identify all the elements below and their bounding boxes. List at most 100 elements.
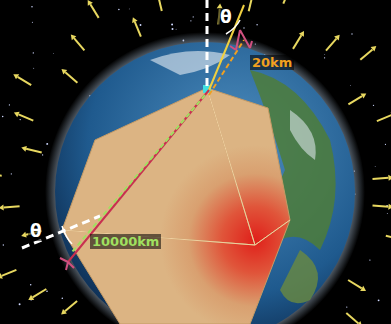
continent <box>280 250 318 303</box>
ray-arrow <box>2 270 17 276</box>
ray-arrow <box>74 38 84 50</box>
shower-arrows <box>60 30 252 270</box>
ray-arrow-head <box>334 35 340 41</box>
ray-arrow-head <box>21 146 27 152</box>
star <box>349 85 351 87</box>
ray-arrow-head <box>299 31 304 37</box>
atmosphere <box>45 32 365 324</box>
star <box>9 104 10 105</box>
star <box>2 116 4 118</box>
ray-arrow-head <box>14 112 20 118</box>
star <box>374 166 376 168</box>
ray-arrow-head <box>388 204 391 210</box>
angle-label: θ <box>28 222 44 241</box>
cut-face <box>207 88 290 245</box>
star <box>20 119 21 120</box>
distance-label: 20km <box>250 55 294 70</box>
clouds <box>290 110 316 160</box>
star <box>256 24 257 25</box>
star <box>386 213 388 215</box>
star <box>62 297 64 299</box>
star <box>118 9 120 11</box>
ray-arrow-head <box>0 273 3 279</box>
ray-arrow <box>386 236 391 240</box>
dashed-path <box>209 40 244 95</box>
star <box>373 105 374 106</box>
ray-arrow <box>360 49 372 59</box>
star <box>31 6 32 7</box>
ray-arrow <box>348 96 362 104</box>
ray-arrow-head <box>61 309 67 315</box>
ray-arrow-head <box>0 205 4 211</box>
ray-arrow-head <box>28 295 34 300</box>
ray-arrow <box>33 289 47 297</box>
ray-arrow <box>377 115 391 121</box>
ray-arrow <box>373 178 389 179</box>
ray-arrow-head <box>13 74 19 79</box>
star <box>19 303 21 305</box>
ray-arrow <box>4 206 20 207</box>
globe <box>55 42 355 324</box>
star <box>11 173 12 174</box>
ray-arrow <box>158 0 162 11</box>
star <box>243 27 244 28</box>
star <box>33 52 34 53</box>
distance-label: 10000km <box>90 234 161 249</box>
ray-arrow <box>293 35 301 49</box>
ray-arrow-head <box>132 17 138 23</box>
clouds <box>150 51 230 75</box>
star <box>3 244 4 245</box>
dashed-path <box>72 95 205 252</box>
star <box>190 20 191 21</box>
ray-arrow-head <box>21 232 27 238</box>
cut-edge <box>255 220 290 245</box>
star <box>53 52 55 54</box>
star <box>193 16 194 17</box>
star <box>175 28 177 30</box>
ray-arrow-head <box>357 321 363 324</box>
star <box>46 143 48 145</box>
star <box>369 259 370 260</box>
star <box>351 33 352 34</box>
ray-arrow <box>283 0 289 4</box>
ray-arrow <box>373 205 389 206</box>
star <box>171 23 173 25</box>
ray-arrow <box>18 77 32 85</box>
ray-arrow <box>348 280 362 288</box>
cut-edge <box>207 88 255 245</box>
vertical-reference <box>206 0 209 86</box>
star <box>324 57 325 58</box>
track <box>68 90 209 262</box>
ray-arrow <box>26 149 42 153</box>
ray-arrow <box>65 301 77 311</box>
star <box>46 291 48 293</box>
star <box>30 284 32 286</box>
ray-arrow <box>326 39 336 51</box>
ray-arrow <box>65 72 77 82</box>
ray-arrow <box>19 114 34 120</box>
ray-arrow <box>249 0 253 11</box>
star <box>385 144 386 145</box>
ray-arrow <box>0 174 2 175</box>
ray-arrow-head <box>62 69 68 75</box>
ray-arrow-head <box>361 94 367 99</box>
star <box>32 22 33 23</box>
star <box>140 24 142 26</box>
star <box>346 306 347 307</box>
ray-arrow-head <box>371 46 377 52</box>
ray-arrow-head <box>88 0 93 6</box>
ray-arrow <box>346 313 358 323</box>
ray-arrow-head <box>388 175 391 181</box>
star <box>33 67 35 69</box>
star <box>378 299 380 301</box>
ray-arrow <box>90 4 98 18</box>
star <box>128 8 130 10</box>
star <box>324 54 326 56</box>
star <box>172 28 174 30</box>
ray-arrow-head <box>71 34 77 40</box>
ray-arrow <box>135 22 141 37</box>
ray-arrow-head <box>360 286 366 291</box>
angle-arc <box>62 226 72 244</box>
